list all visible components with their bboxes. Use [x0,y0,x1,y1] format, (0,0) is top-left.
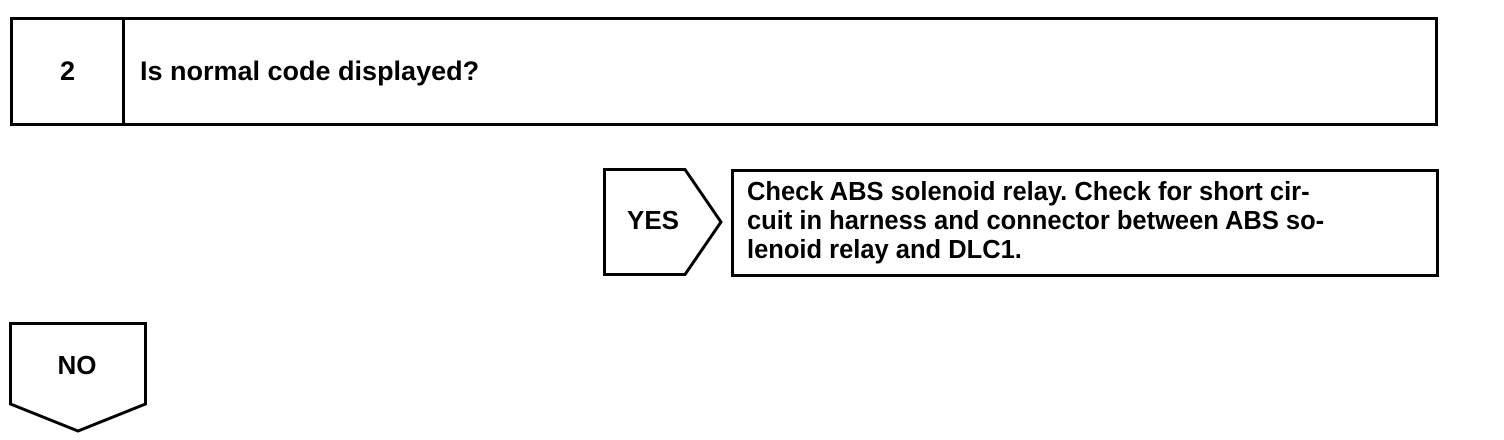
step-box: 2 Is normal code displayed? [10,17,1438,126]
step-question: Is normal code displayed? [140,56,480,86]
no-arrow-shape [9,322,147,433]
yes-result-box: Check ABS solenoid relay. Check for shor… [731,169,1439,277]
no-label: NO [57,349,97,380]
step-number: 2 [13,20,125,123]
yes-arrow-shape [603,168,723,276]
yes-label: YES [626,204,680,235]
